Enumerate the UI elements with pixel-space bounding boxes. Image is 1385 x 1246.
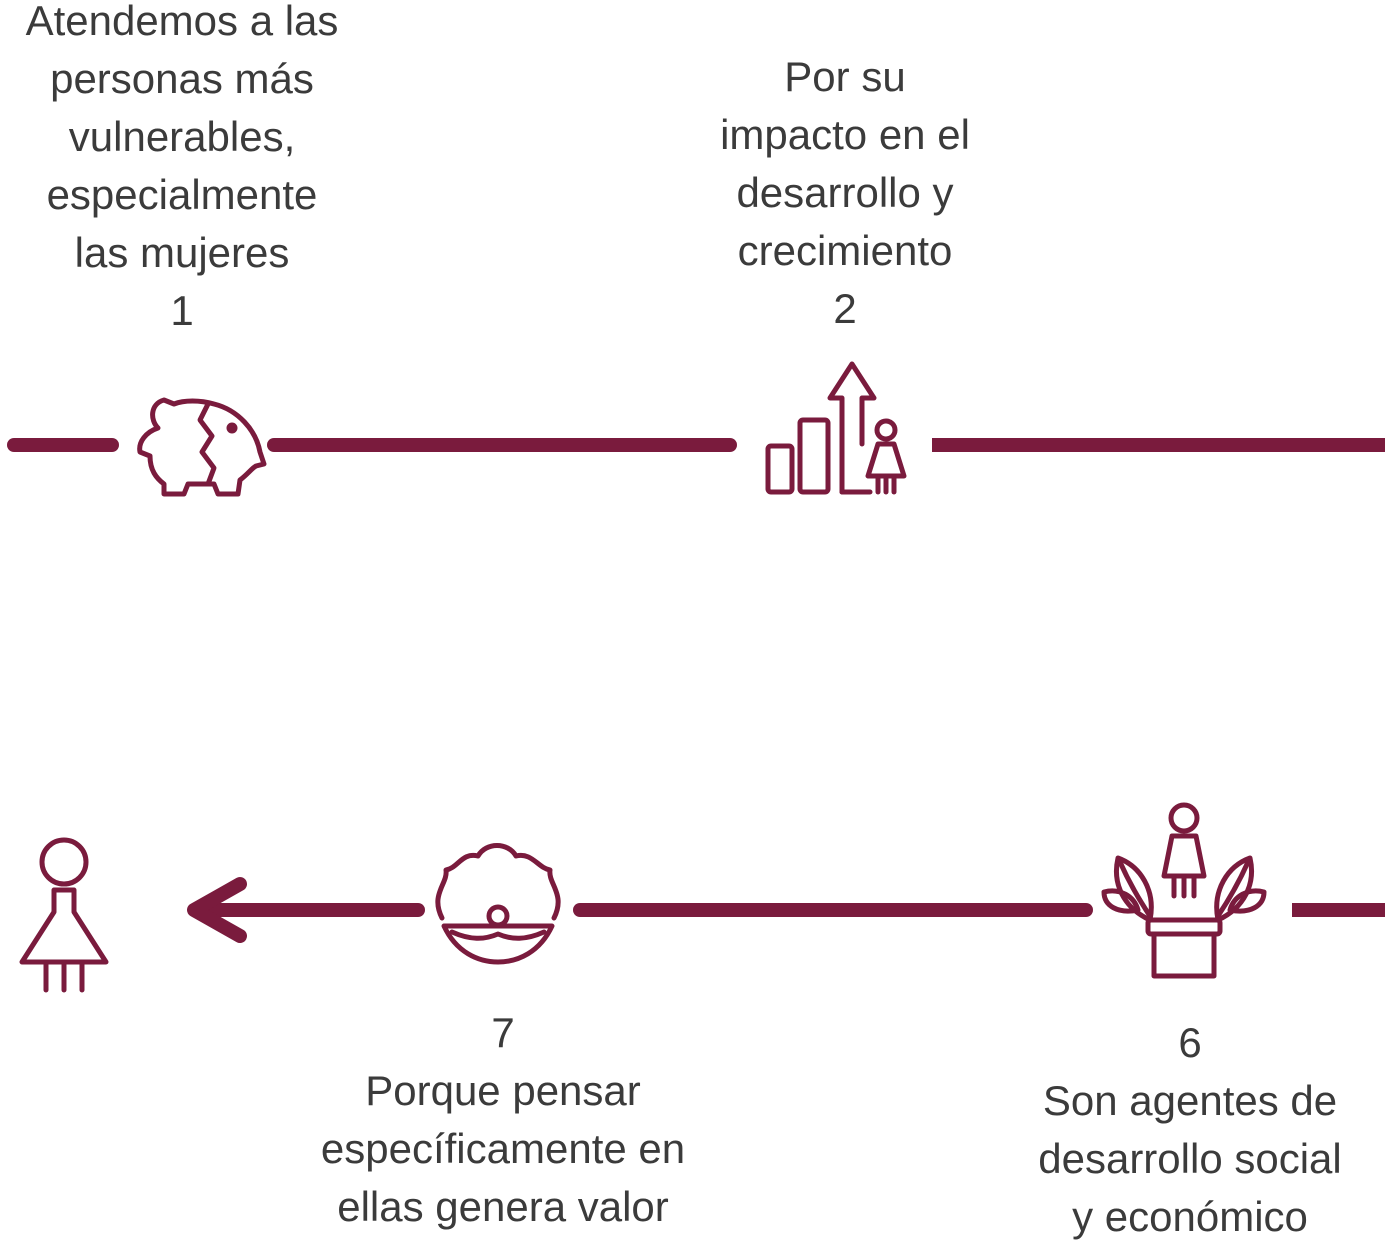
step-2-line: impacto en el (720, 111, 970, 158)
broken-piggy-bank-icon (137, 397, 267, 497)
step-2-number: 2 (833, 285, 857, 332)
step-6-line: desarrollo social (1038, 1135, 1342, 1182)
step-7-number: 7 (491, 1009, 515, 1056)
step-1-line: personas más (50, 55, 314, 102)
step-1-line: vulnerables, (68, 113, 296, 160)
growth-chart-woman-icon (765, 361, 907, 495)
step-2-line: desarrollo y (736, 169, 954, 216)
step-7-text: 7 Porque pensar específicamente en ellas… (270, 1004, 736, 1236)
step-1-line: las mujeres (74, 229, 290, 276)
step-6-number: 6 (1178, 1019, 1202, 1066)
step-2-line: crecimiento (737, 227, 953, 274)
step-1-line: especialmente (46, 171, 318, 218)
arrow-head-left (187, 877, 247, 943)
step-6-line: Son agentes de (1042, 1077, 1338, 1124)
bottom-timeline (187, 877, 1385, 943)
woman-icon (19, 837, 109, 993)
step-1-text: Atendemos a las personas más vulnerables… (0, 0, 364, 340)
step-2-text: Por su impacto en el desarrollo y crecim… (680, 48, 1010, 338)
pearl-oyster-icon (435, 843, 561, 965)
step-6-line: y económico (1072, 1193, 1308, 1240)
step-1-number: 1 (170, 287, 194, 334)
step-1-line: Atendemos a las (25, 0, 339, 44)
step-2-line: Por su (784, 53, 906, 100)
step-6-text: 6 Son agentes de desarrollo social y eco… (1000, 1014, 1380, 1246)
step-7-line: específicamente en (320, 1125, 686, 1172)
step-7-line: Porque pensar (365, 1067, 641, 1114)
step-7-line: ellas genera valor (337, 1183, 669, 1230)
woman-plant-pot-icon (1101, 802, 1267, 979)
